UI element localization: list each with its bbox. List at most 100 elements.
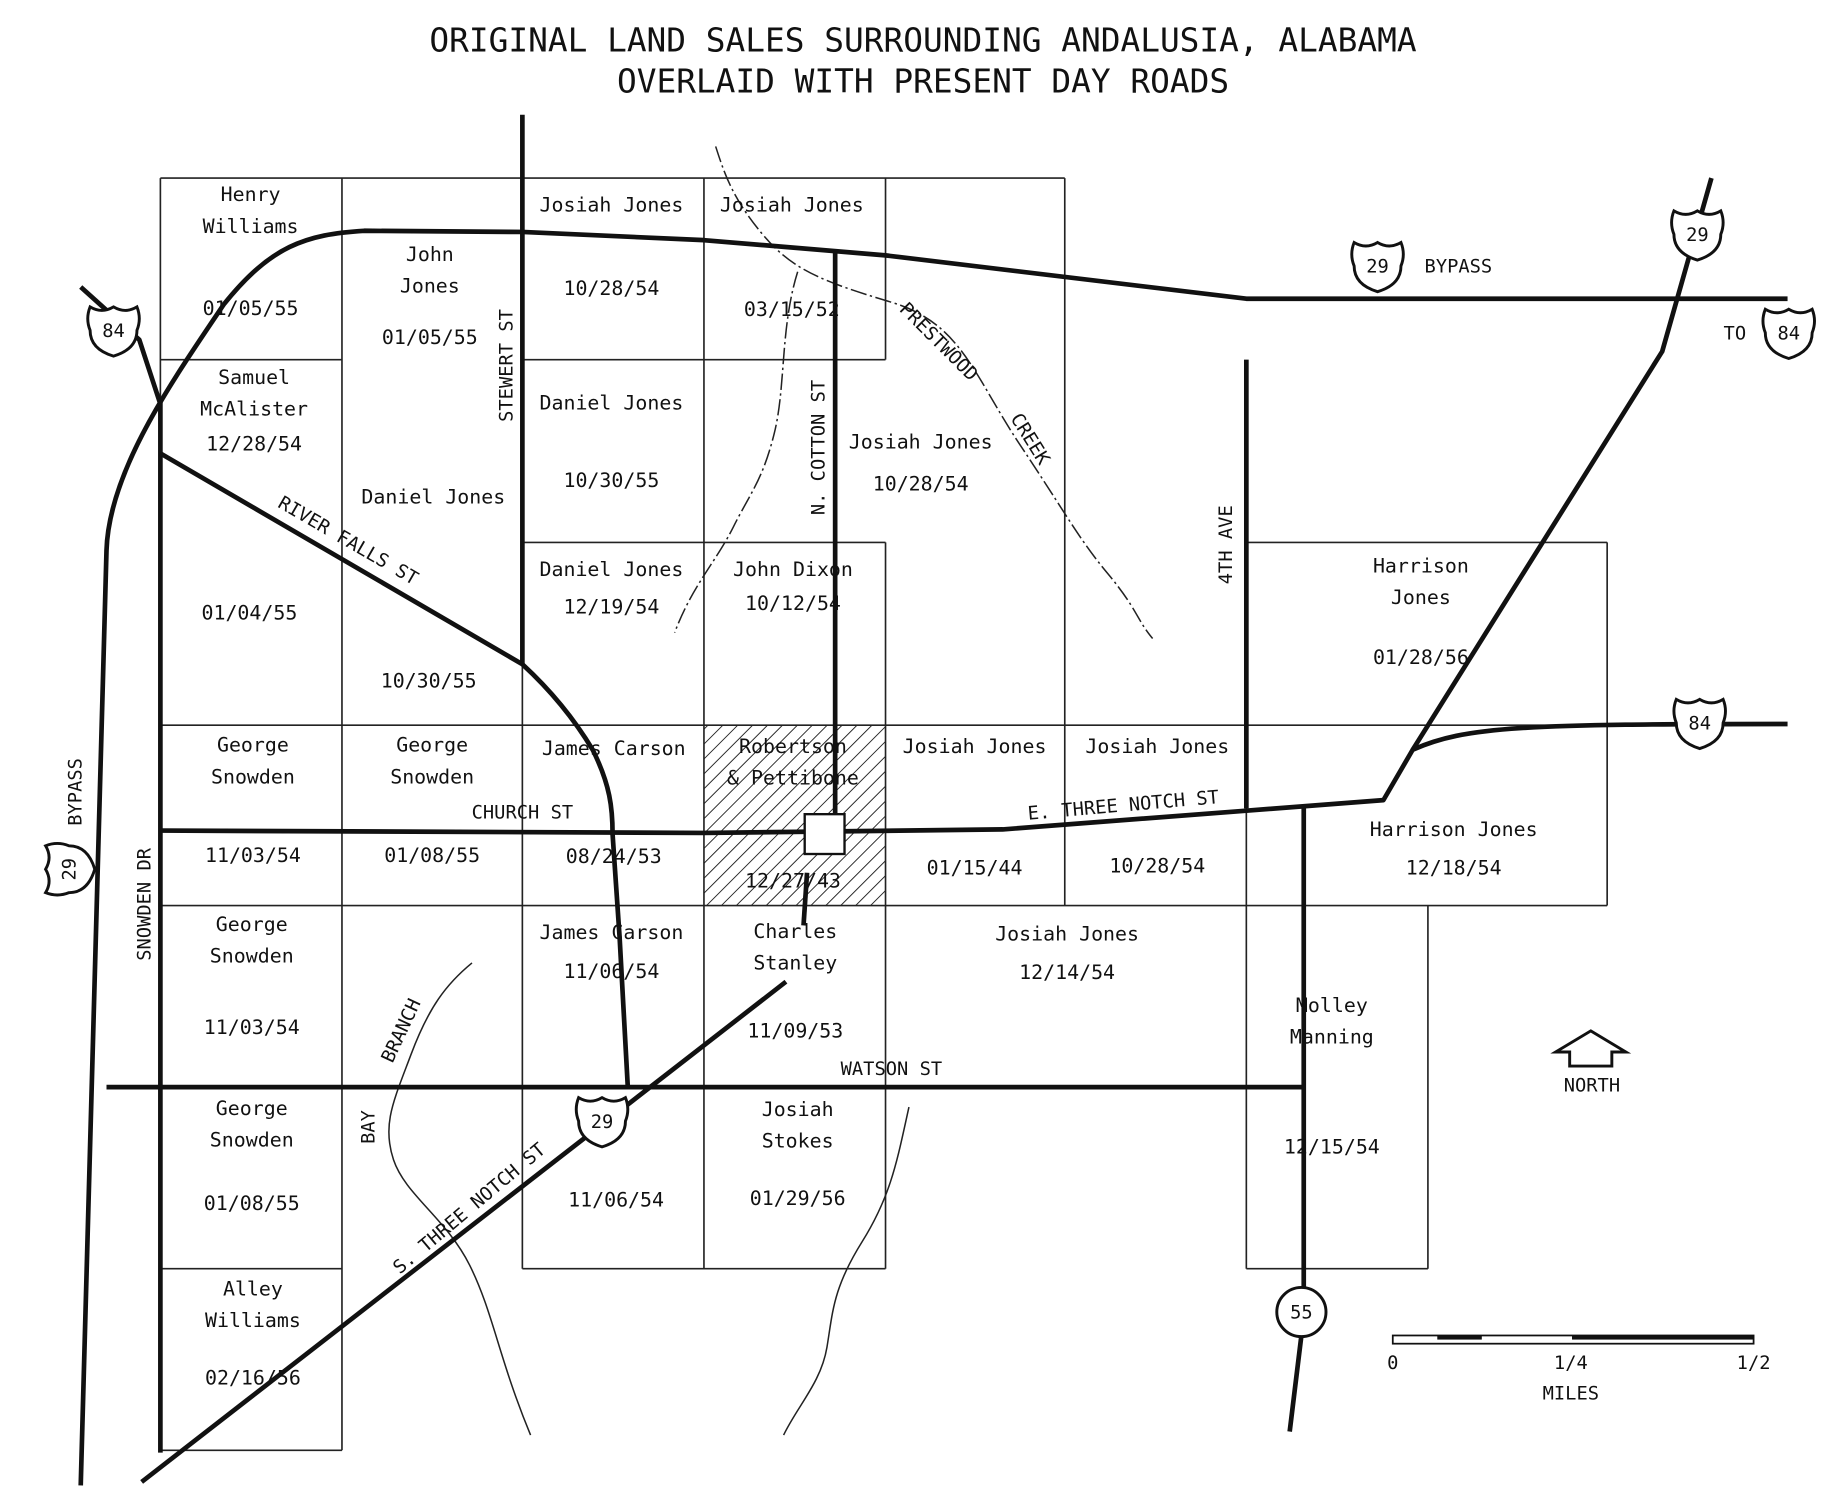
parcel-owner: Alley	[223, 1277, 283, 1300]
route-number: 55	[1290, 1303, 1313, 1324]
parcel-owner: Harrison	[1373, 554, 1469, 577]
route-number: 29	[1366, 257, 1389, 278]
parcel-boundaries	[159, 177, 1608, 1452]
parcel-sale-date: 10/30/55	[381, 669, 477, 692]
parcel-owner: Josiah Jones	[720, 194, 864, 217]
parcel-labels: HenryWilliams01/05/55JohnJones01/05/55Jo…	[200, 183, 1537, 1389]
parcel-sale-date: 10/30/55	[563, 469, 659, 492]
scale-label-half: 1/2	[1737, 1353, 1771, 1374]
label-4th-ave: 4TH AVE	[1216, 505, 1237, 584]
us-route-shield-us29_bypass_west: 29	[43, 841, 97, 897]
us-shield-icon	[1672, 697, 1727, 751]
north-arrow: NORTH	[1550, 1029, 1632, 1096]
courthouse-square	[803, 813, 846, 856]
parcel-sale-date: 01/08/55	[204, 1192, 300, 1215]
map-title-line1: ORIGINAL LAND SALES SURROUNDING ANDALUSI…	[429, 22, 1417, 60]
parcel-sale-date: 12/27/43	[745, 870, 841, 893]
parcel-sale-date: 12/28/54	[206, 433, 302, 456]
us29-bypass-road	[78, 228, 1788, 1486]
us-route-shield-us29_north: 29	[1670, 208, 1725, 262]
label-bay: BAY	[358, 1110, 379, 1144]
parcel-sale-date: 11/06/54	[563, 960, 659, 983]
scale-bar-segment	[1572, 1335, 1754, 1340]
parcel-owner: Snowden	[210, 1129, 294, 1152]
parcel-sale-date: 01/28/56	[1373, 646, 1469, 669]
label-watson-st: WATSON ST	[841, 1059, 943, 1080]
route-number: 29	[591, 1112, 614, 1133]
label-n-cotton-st: N. COTTON ST	[808, 380, 829, 515]
parcel-sale-date: 08/24/53	[566, 845, 662, 868]
parcel-owner: John	[406, 243, 454, 266]
parcel-owner: Molley	[1296, 994, 1368, 1017]
route-number: 84	[102, 321, 125, 342]
parcel-sale-date: 10/28/54	[563, 277, 659, 300]
parcel-owner: James Carson	[539, 921, 683, 944]
parcel-owner: Josiah Jones	[849, 430, 993, 453]
al55-road	[1287, 808, 1307, 1432]
parcel-sale-date: 01/04/55	[201, 601, 297, 624]
label-stewert-st: STEWERT ST	[497, 309, 518, 422]
parcel-owner: Daniel Jones	[539, 392, 683, 415]
river-falls-st-road	[159, 451, 631, 1088]
parcel-sale-date: 12/14/54	[1019, 961, 1115, 984]
map-title-line2: OVERLAID WITH PRESENT DAY ROADS	[617, 63, 1229, 101]
parcel-owner: Henry	[221, 183, 281, 206]
parcel-sale-date: 01/15/44	[927, 857, 1023, 880]
us-route-shield-us84_east: 84	[1672, 697, 1727, 751]
parcel-owner: Josiah Jones	[903, 735, 1047, 758]
parcel-sale-date: 10/28/54	[873, 472, 969, 495]
label-bypass-west: BYPASS	[66, 758, 87, 826]
parcel-sale-date: 03/15/52	[744, 298, 840, 321]
parcel-owner: Charles	[753, 920, 837, 943]
parcel-owner: Williams	[203, 215, 299, 238]
parcel-sale-date: 01/05/55	[382, 326, 478, 349]
parcel-owner: Robertson	[739, 735, 847, 758]
label-to: TO	[1724, 323, 1747, 344]
parcel-owner: James Carson	[542, 737, 686, 760]
us-shield-icon	[1350, 240, 1405, 294]
parcel-owner: & Pettibone	[727, 767, 859, 790]
hatched-parcel-robertson-pettibone	[703, 725, 886, 906]
us-route-shield-us84_west: 84	[86, 304, 141, 358]
us-route-shield-us29_south: 29	[574, 1095, 630, 1149]
parcel-owner: Josiah Jones	[1085, 735, 1229, 758]
parcel-sale-date: 01/08/55	[384, 844, 480, 867]
s-three-notch-st-road	[140, 979, 788, 1484]
parcel-owner: Snowden	[210, 945, 294, 968]
parcel-owner: Daniel Jones	[539, 558, 683, 581]
scale-bar: 0 1/4 1/2 MILES	[1387, 1334, 1771, 1405]
parcel-owner: Stokes	[762, 1130, 834, 1153]
parcel-owner: Manning	[1290, 1025, 1374, 1048]
parcel-sale-date: 11/03/54	[205, 844, 301, 867]
parcel-owner: Snowden	[211, 765, 295, 788]
scale-label-zero: 0	[1387, 1353, 1398, 1374]
parcel-owner: George	[216, 1097, 288, 1120]
us-shield-icon	[1670, 208, 1725, 262]
parcel-sale-date: 11/03/54	[204, 1016, 300, 1039]
roads	[78, 114, 1788, 1486]
south-creek	[782, 1106, 910, 1436]
circle-shield-icon	[1275, 1285, 1328, 1339]
us-shield-icon	[86, 304, 141, 358]
parcel-sale-date: 01/29/56	[750, 1187, 846, 1210]
bay-branch-creek	[388, 962, 532, 1436]
us-route-shield-us29_bypass_north: 29	[1350, 240, 1405, 294]
parcel-owner: George	[217, 734, 289, 757]
route-number: 84	[1777, 323, 1800, 344]
parcel-owner: Daniel Jones	[361, 485, 505, 508]
us-shield-icon	[43, 841, 97, 897]
parcel-owner: Samuel	[218, 366, 290, 389]
north-arrow-icon	[1550, 1029, 1632, 1068]
scale-bar-segment	[1437, 1335, 1482, 1340]
parcel-sale-date: 01/05/55	[203, 297, 299, 320]
parcel-owner: Josiah	[762, 1098, 834, 1121]
label-church-st: CHURCH ST	[472, 803, 574, 824]
parcel-owner: Jones	[1391, 586, 1451, 609]
parcel-sale-date: 10/28/54	[1109, 854, 1205, 877]
parcel-sale-date: 10/12/54	[745, 592, 841, 615]
state-route-shield-al55: 55	[1275, 1285, 1328, 1339]
route-number: 29	[60, 858, 81, 881]
parcel-owner: Josiah Jones	[539, 194, 683, 217]
parcel-owner: John Dixon	[733, 558, 853, 581]
